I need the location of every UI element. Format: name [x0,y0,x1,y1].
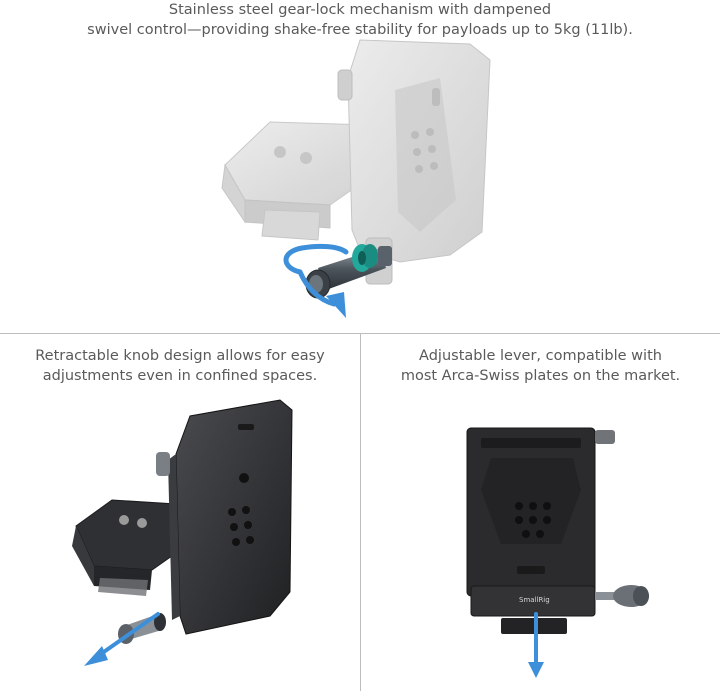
vertical-plate [156,399,293,635]
gear-lock-product-image [221,39,491,318]
gear-lock-knob [305,244,392,299]
rotation-arrow-icon [283,243,349,318]
top-caption-line-1: Stainless steel gear-lock mechanism with… [168,2,552,18]
ghost-vertical-plate [337,39,491,285]
retractable-knob-product-image [72,399,293,666]
right-caption-line-2: most Arca-Swiss plates on the market. [400,368,681,384]
left-caption-line-1: Retractable knob design allows for easy [35,348,325,364]
adjustable-lever-product-image: SmallRig [466,427,649,678]
top-caption: Stainless steel gear-lock mechanism with… [0,0,720,40]
top-feature-panel: Stainless steel gear-lock mechanism with… [0,0,720,333]
right-caption-line-1: Adjustable lever, compatible with [419,348,662,364]
gear-icon [352,244,378,272]
downward-arrow-icon [528,612,544,678]
horizontal-divider [0,333,720,334]
right-caption: Adjustable lever, compatible with most A… [361,346,720,386]
front-vertical-plate [466,427,615,597]
quick-release-plate [72,499,187,596]
retractable-knob-panel: Retractable knob design allows for easy … [0,334,360,691]
top-caption-line-2: swivel control—providing shake-free stab… [87,22,633,38]
clamp-knob [595,585,649,607]
left-caption-line-2: adjustments even in confined spaces. [42,368,318,384]
quick-release-clamp: SmallRig [470,585,596,634]
left-caption: Retractable knob design allows for easy … [0,346,360,386]
brand-label: SmallRig [519,596,550,604]
vertical-divider [360,334,361,691]
adjustable-lever-panel: Adjustable lever, compatible with most A… [361,334,720,691]
pull-out-arrow-icon [84,612,160,666]
ghost-quick-release-plate [221,121,381,241]
